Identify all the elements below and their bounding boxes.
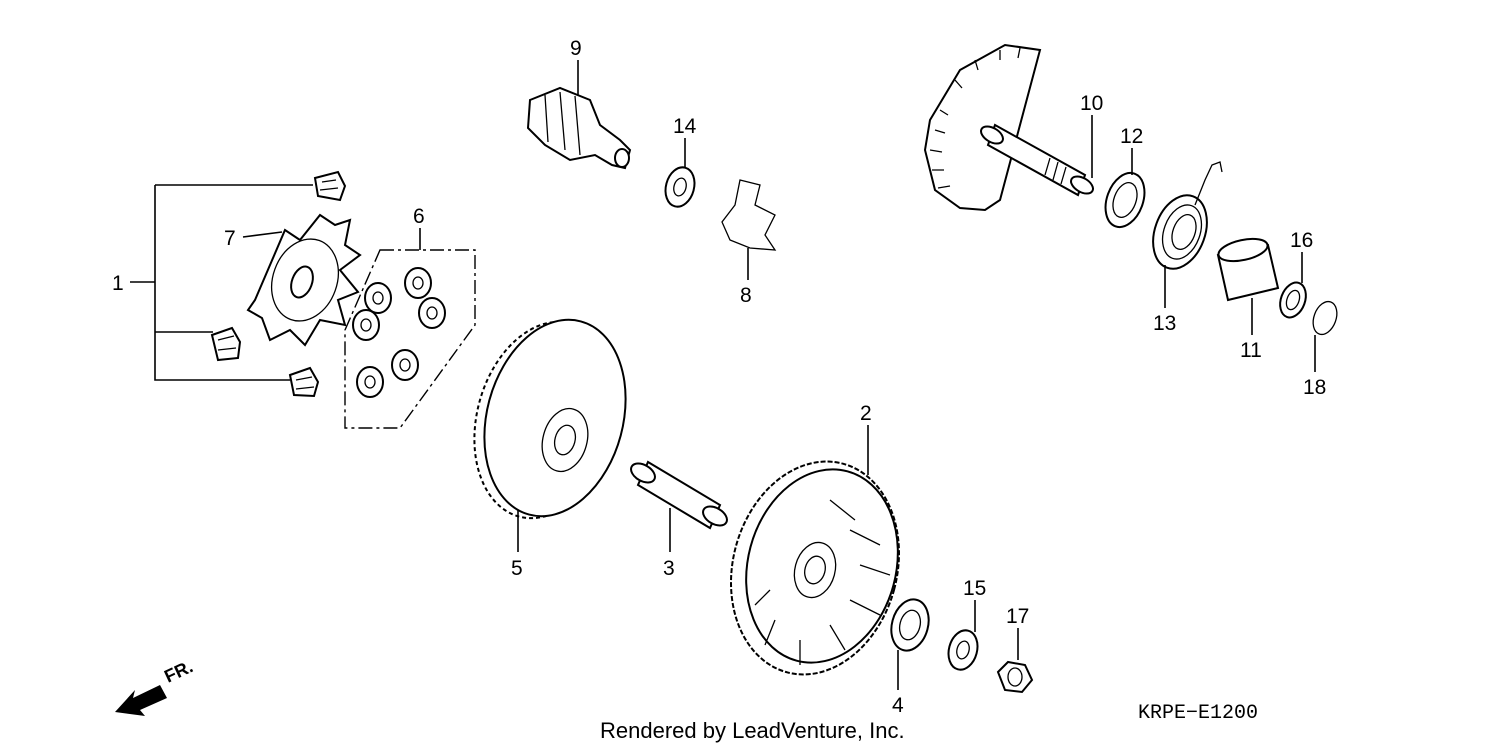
callout-7: 7 [224,227,236,250]
direction-label: FR. [161,656,196,686]
slide-piece-mid [210,326,242,362]
callout-9: 9 [570,37,582,60]
callout-17: 17 [1006,605,1029,628]
slide-piece-bottom [288,366,320,398]
callout-16: 16 [1290,229,1313,252]
callout-15: 15 [963,577,986,600]
callout-10: 10 [1080,92,1103,115]
bracket-1 [154,184,313,381]
callout-14: 14 [673,115,697,138]
washer-14 [664,166,696,208]
clip-8 [721,179,777,251]
callout-12: 12 [1120,125,1143,148]
slide-piece-top [313,170,347,202]
ramp-plate-7 [246,213,362,347]
callout-18: 18 [1303,376,1326,399]
starter-pinion-9 [526,86,632,170]
footer-credit: Rendered by LeadVenture, Inc. [600,718,905,743]
callout-1: 1 [112,272,124,295]
callout-8: 8 [740,284,752,307]
callout-5: 5 [511,557,523,580]
one-way-clutch-4 [890,598,930,652]
circlip-18 [1312,300,1338,336]
callout-11: 11 [1240,339,1262,362]
washer-16 [1279,281,1307,319]
sleeve-3 [630,460,728,530]
kick-spring-13 [1152,161,1223,270]
callout-13: 13 [1153,312,1176,335]
callout-2: 2 [860,402,872,425]
callout-3: 3 [663,557,675,580]
drive-face-5 [473,318,627,520]
collar-11 [1216,237,1280,302]
washer-12 [1104,171,1146,229]
nut-17 [996,660,1034,694]
weight-rollers-6 [352,267,446,398]
movable-face-2 [730,460,900,676]
leader-7 [242,231,283,238]
washer-15 [947,629,979,671]
callout-6: 6 [413,205,425,228]
diagram-code: KRPE−E1200 [1138,702,1258,725]
callout-4: 4 [892,694,904,717]
front-arrow-icon [115,685,167,716]
group-box-6 [344,249,476,429]
starter-spindle-10 [923,43,1094,212]
